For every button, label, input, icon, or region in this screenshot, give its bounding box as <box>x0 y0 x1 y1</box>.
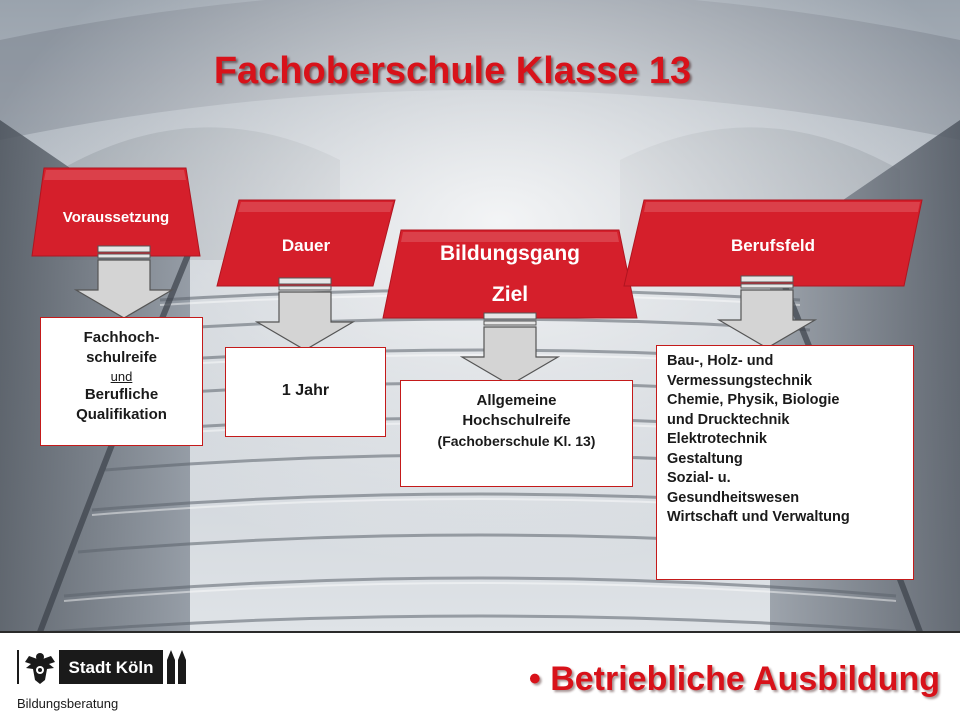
footer-divider <box>0 631 960 633</box>
logo-text: Stadt Köln <box>69 658 154 677</box>
voraussetzung-connector: und <box>110 369 133 384</box>
tab-shape <box>216 199 396 287</box>
berufsfeld-item: Bau-, Holz- und <box>667 353 774 369</box>
tab-shape <box>623 199 923 287</box>
city-logo-icon: Stadt Köln <box>17 650 186 684</box>
berufsfeld-item: Gesundheitswesen <box>667 489 800 506</box>
ziel-subtitle: (Fachoberschule Kl. 13) <box>437 433 596 449</box>
tab-voraussetzung: Voraussetzung <box>30 166 202 258</box>
tab-dauer: Dauer <box>215 198 397 288</box>
ziel-line: Allgemeine <box>476 392 557 409</box>
voraussetzung-line: Qualifikation <box>76 406 167 423</box>
box-dauer: 1 Jahr <box>225 347 386 437</box>
voraussetzung-line: Berufliche <box>84 386 159 403</box>
voraussetzung-line: Fachhoch- <box>83 329 160 346</box>
arrow-down-icon <box>460 312 560 386</box>
berufsfeld-item: Elektrotechnik <box>667 431 767 447</box>
berufsfeld-item: Wirtschaft und Verwaltung <box>667 509 850 525</box>
tab-bildungsgang-ziel: Bildungsgang Ziel <box>381 228 639 320</box>
tab-bildungsgang-label: Bildungsgang <box>440 242 580 265</box>
berufsfeld-item: Chemie, Physik, Biologie <box>667 392 840 408</box>
berufsfeld-item: Sozial- u. <box>667 470 731 486</box>
tab-shape <box>31 167 201 257</box>
arrow-down-icon <box>255 277 355 351</box>
tab-berufsfeld: Berufsfeld <box>622 198 924 288</box>
box-ziel: Allgemeine Hochschulreife (Fachoberschul… <box>400 380 633 487</box>
stadt-koeln-logo: Stadt Köln <box>17 648 189 686</box>
tab-voraussetzung-label: Voraussetzung <box>62 209 170 226</box>
box-berufsfeld: Bau-, Holz- und Vermessungstechnik Chemi… <box>656 345 914 580</box>
berufsfeld-item: und Drucktechnik <box>667 411 790 428</box>
voraussetzung-line: schulreife <box>86 349 157 366</box>
page-title: Fachoberschule Klasse 13 <box>213 50 692 92</box>
tab-ziel-label: Ziel <box>491 283 529 306</box>
berufsfeld-item: Vermessungstechnik <box>667 372 813 389</box>
bullet-icon: • <box>528 660 541 698</box>
dauer-value: 1 Jahr <box>281 382 330 399</box>
ziel-line: Hochschulreife <box>462 412 571 429</box>
tab-berufsfeld-label: Berufsfeld <box>730 236 816 255</box>
arrow-down-icon <box>74 245 174 319</box>
tab-shape <box>382 229 638 319</box>
berufsfeld-item: Gestaltung <box>667 450 743 467</box>
arrow-down-icon <box>717 275 817 349</box>
box-voraussetzung: Fachhoch- schulreife und Berufliche Qual… <box>40 317 203 446</box>
department-label: Bildungsberatung <box>17 696 119 711</box>
tab-dauer-label: Dauer <box>281 236 331 255</box>
bullet-link-label: Betriebliche Ausbildung <box>550 660 940 698</box>
bullet-link-betriebliche-ausbildung[interactable]: • Betriebliche Ausbildung <box>529 660 940 699</box>
